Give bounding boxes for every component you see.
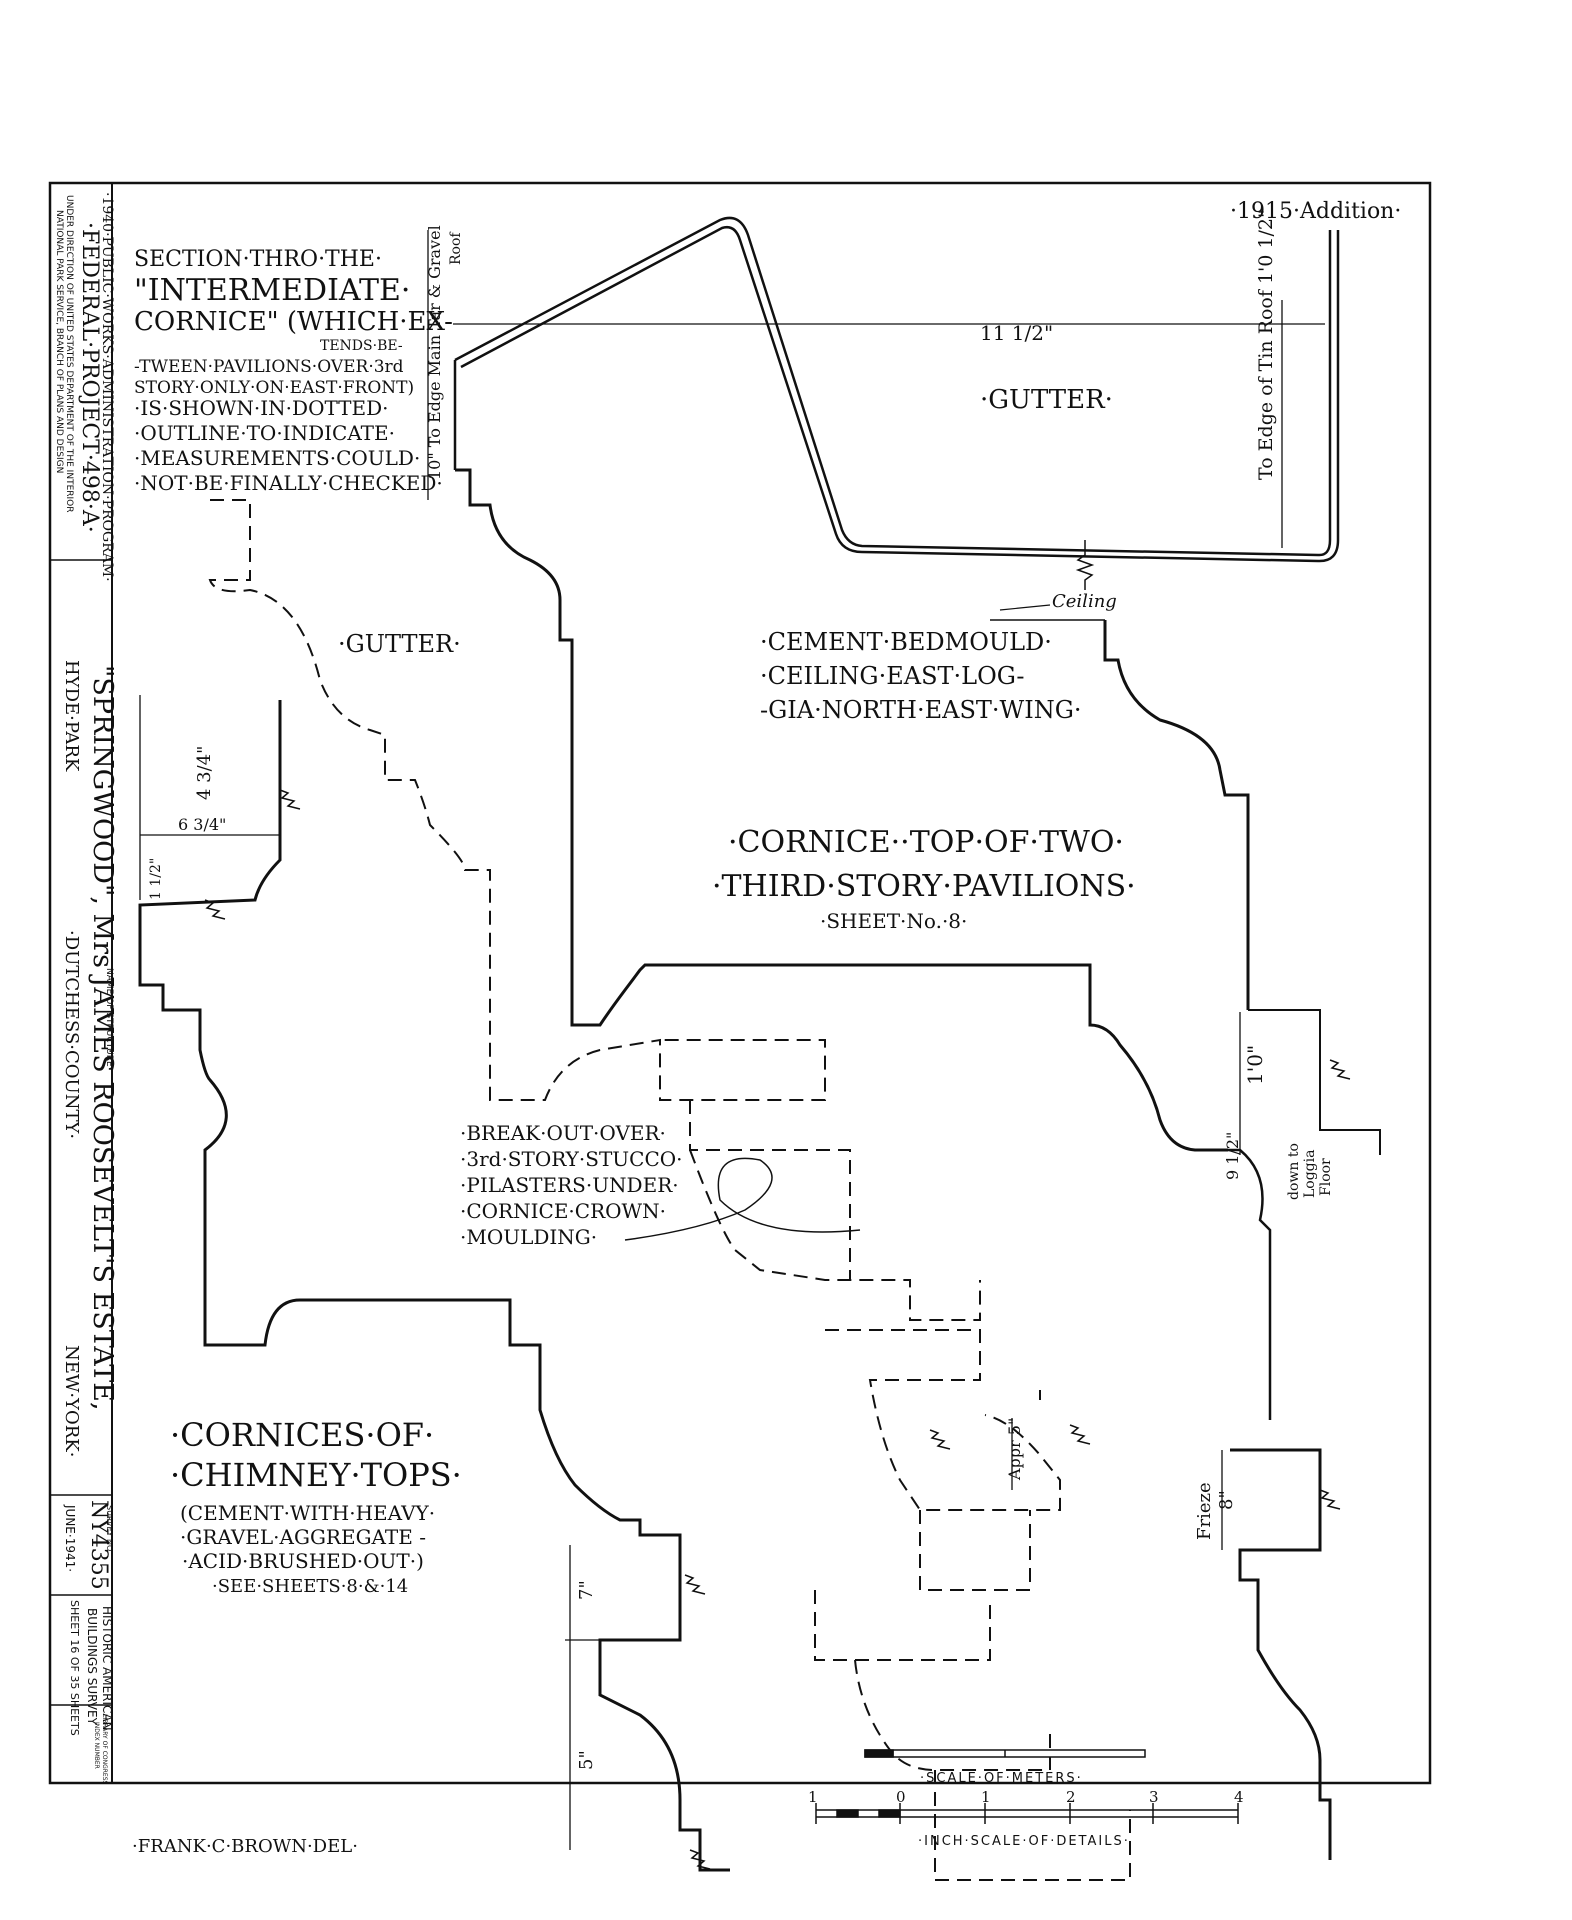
inch-tick-1: 1 — [808, 1788, 818, 1806]
inch-tick-2: 2 — [1066, 1788, 1076, 1806]
dim-1-0: 1'0" — [1243, 1045, 1267, 1085]
dim-6-3-4: 6 3/4" — [178, 815, 226, 834]
break-out-line-4: ·CORNICE·CROWN· — [460, 1199, 666, 1223]
scale-meters-label: ·SCALE·OF·METERS· — [920, 1771, 1083, 1786]
location-town: HYDE·PARK — [61, 660, 82, 772]
cornice-top-line-3: ·SHEET·No.·8· — [820, 909, 967, 933]
section-note-line-5: -TWEEN·PAVILIONS·OVER·3rd — [134, 357, 404, 377]
inch-scale — [815, 1803, 1239, 1824]
loggia-floor-line — [1248, 1009, 1381, 1155]
library-stamp-2: INDEX NUMBER — [93, 1722, 100, 1769]
library-stamp-1: LIBRARY OF CONGRESS — [101, 1714, 108, 1785]
sheet-info: SHEET 16 OF 35 SHEETS — [68, 1600, 81, 1736]
location-state: NEW·YORK· — [61, 1345, 82, 1457]
dim-7: 7" — [576, 1580, 597, 1600]
cornice-top-line-1: ·CORNICE··TOP·OF·TWO· — [728, 825, 1124, 860]
section-note: SECTION·THRO·THE· "INTERMEDIATE· CORNICE… — [134, 247, 453, 495]
scale-of-meters — [864, 1749, 1146, 1758]
addition-label: ·1915·Addition· — [1230, 199, 1401, 224]
direction-line-1: UNDER DIRECTION OF UNITED STATES DEPARTM… — [64, 195, 74, 513]
chimney-note: ·CORNICES·OF· ·CHIMNEY·TOPS· (CEMENT·WIT… — [170, 1416, 462, 1597]
inch-scale-ticks: 1 0 1 2 3 4 — [808, 1788, 1244, 1806]
inch-tick-3: 3 — [1149, 1788, 1159, 1806]
break-out-line-1: ·BREAK·OUT·OVER· — [460, 1121, 666, 1145]
ceiling-label: Ceiling — [1052, 591, 1117, 612]
dim-1-1-2: 1 1/2" — [148, 858, 164, 900]
survey-no: NY4355 — [86, 1500, 111, 1590]
cornice-profile-upper — [455, 468, 1228, 1152]
break-out-line-5: ·MOULDING· — [460, 1225, 597, 1249]
dimension-lines — [139, 230, 1325, 1850]
dim-loggia-2: Loggia — [1302, 1150, 1318, 1198]
chimney-line-3: (CEMENT·WITH·HEAVY· — [180, 1501, 435, 1525]
chimney-line-2: ·CHIMNEY·TOPS· — [170, 1456, 462, 1494]
dim-roof-width: 11 1/2" — [980, 321, 1053, 345]
bedmould-line-3: -GIA·NORTH·EAST·WING· — [760, 696, 1082, 724]
gutter-left-label: ·GUTTER· — [338, 630, 461, 658]
chimney-line-5: ·ACID·BRUSHED·OUT·) — [182, 1549, 424, 1573]
gutter-upper-label: ·GUTTER· — [980, 385, 1113, 415]
chimney-line-4: ·GRAVEL·AGGREGATE - — [180, 1525, 426, 1549]
inch-tick-0: 0 — [896, 1788, 906, 1806]
dim-appr-5: Appr 5" — [1005, 1418, 1024, 1481]
section-note-line-6: STORY·ONLY·ON·EAST·FRONT) — [134, 378, 414, 398]
section-note-line-4: TENDS·BE- — [320, 338, 403, 354]
break-out-note: ·BREAK·OUT·OVER· ·3rd·STORY·STUCCO· ·PIL… — [460, 1121, 683, 1249]
section-note-line-9: ·MEASUREMENTS·COULD· — [134, 446, 420, 470]
section-note-line-10: ·NOT·BE·FINALLY·CHECKED· — [134, 471, 443, 495]
sheet-border — [48, 181, 1432, 1785]
section-note-line-3: CORNICE" (WHICH·EX- — [134, 307, 453, 337]
break-out-line-2: ·3rd·STORY·STUCCO· — [460, 1147, 683, 1171]
dashed-intermediate-cornice — [208, 499, 1131, 1881]
inch-scale-label: ·INCH·SCALE·OF·DETAILS· — [918, 1834, 1130, 1849]
title-block: ·1940·PUBLIC·WORKS·ADMINISTRATION·PROGRA… — [54, 192, 118, 1785]
survey-no-label: SURVEY NO — [105, 1505, 114, 1551]
name-of-structure-label: NAME OF STRUCTURE — [104, 968, 114, 1067]
upper-roof-profile — [453, 216, 1340, 563]
location-county: ·DUTCHESS·COUNTY· — [61, 930, 82, 1139]
break-symbols — [204, 540, 1351, 1870]
dim-frieze-8: 8" — [1216, 1490, 1237, 1510]
chimney-lower-profile — [1230, 1448, 1332, 1860]
bedmould-line-2: ·CEILING·EAST·LOG- — [760, 662, 1024, 690]
survey-name-2: BUILDINGS SURVEY — [85, 1608, 99, 1726]
dim-5: 5" — [576, 1750, 597, 1770]
structure-name: "SPRINGWOOD", Mrs JAMES ROOSEVELT'S ESTA… — [87, 665, 118, 1411]
dim-tin-roof: To Edge of Tin Roof 1'0 1/2" — [1255, 209, 1277, 480]
cornice-profile-upper-right — [570, 620, 1250, 1025]
section-note-line-2: "INTERMEDIATE· — [134, 273, 410, 308]
dim-9-1-2: 9 1/2" — [1223, 1132, 1242, 1180]
chimney-line-6: ·SEE·SHEETS·8·&·14 — [212, 1576, 408, 1597]
ceiling-leader — [999, 604, 1051, 611]
cornice-top-note: ·CORNICE··TOP·OF·TWO· ·THIRD·STORY·PAVIL… — [712, 825, 1136, 933]
delineator: ·FRANK·C·BROWN·DEL· — [132, 1836, 358, 1857]
chimney-profile-left — [138, 700, 730, 1872]
dim-tar-gravel-1: 10" To Edge Main Tar & Gravel — [425, 225, 444, 480]
dim-loggia-3: Floor — [1318, 1158, 1334, 1196]
break-out-line-3: ·PILASTERS·UNDER· — [460, 1173, 679, 1197]
inch-tick-1b: 1 — [981, 1788, 991, 1806]
cornice-top-line-2: ·THIRD·STORY·PAVILIONS· — [712, 869, 1136, 904]
survey-date: JUNE·1941· — [63, 1504, 77, 1572]
chimney-line-1: ·CORNICES·OF· — [170, 1416, 434, 1454]
dim-tar-gravel-2: Roof — [448, 231, 464, 265]
section-note-line-8: ·OUTLINE·TO·INDICATE· — [134, 421, 395, 445]
dim-loggia-1: down to — [1286, 1143, 1302, 1200]
program-line: ·1940·PUBLIC·WORKS·ADMINISTRATION·PROGRA… — [99, 192, 115, 582]
bedmould-note: ·CEMENT·BEDMOULD· ·CEILING·EAST·LOG- -GI… — [760, 628, 1082, 724]
direction-line-2: NATIONAL PARK SERVICE, BRANCH OF PLANS A… — [54, 210, 64, 473]
bedmould-line-1: ·CEMENT·BEDMOULD· — [760, 628, 1052, 656]
dim-4-3-4: 4 3/4" — [194, 746, 215, 800]
inch-tick-4: 4 — [1234, 1788, 1244, 1806]
federal-project: ·FEDERAL·PROJECT·498·A· — [77, 222, 102, 533]
dim-frieze-label: Frieze — [1194, 1482, 1215, 1540]
section-note-line-1: SECTION·THRO·THE· — [134, 247, 382, 272]
section-note-line-7: ·IS·SHOWN·IN·DOTTED· — [134, 396, 389, 420]
break-out-leader — [624, 1157, 861, 1241]
loggia-cove — [1228, 1148, 1272, 1420]
survey-name-1: HISTORIC AMERICAN — [100, 1606, 114, 1731]
